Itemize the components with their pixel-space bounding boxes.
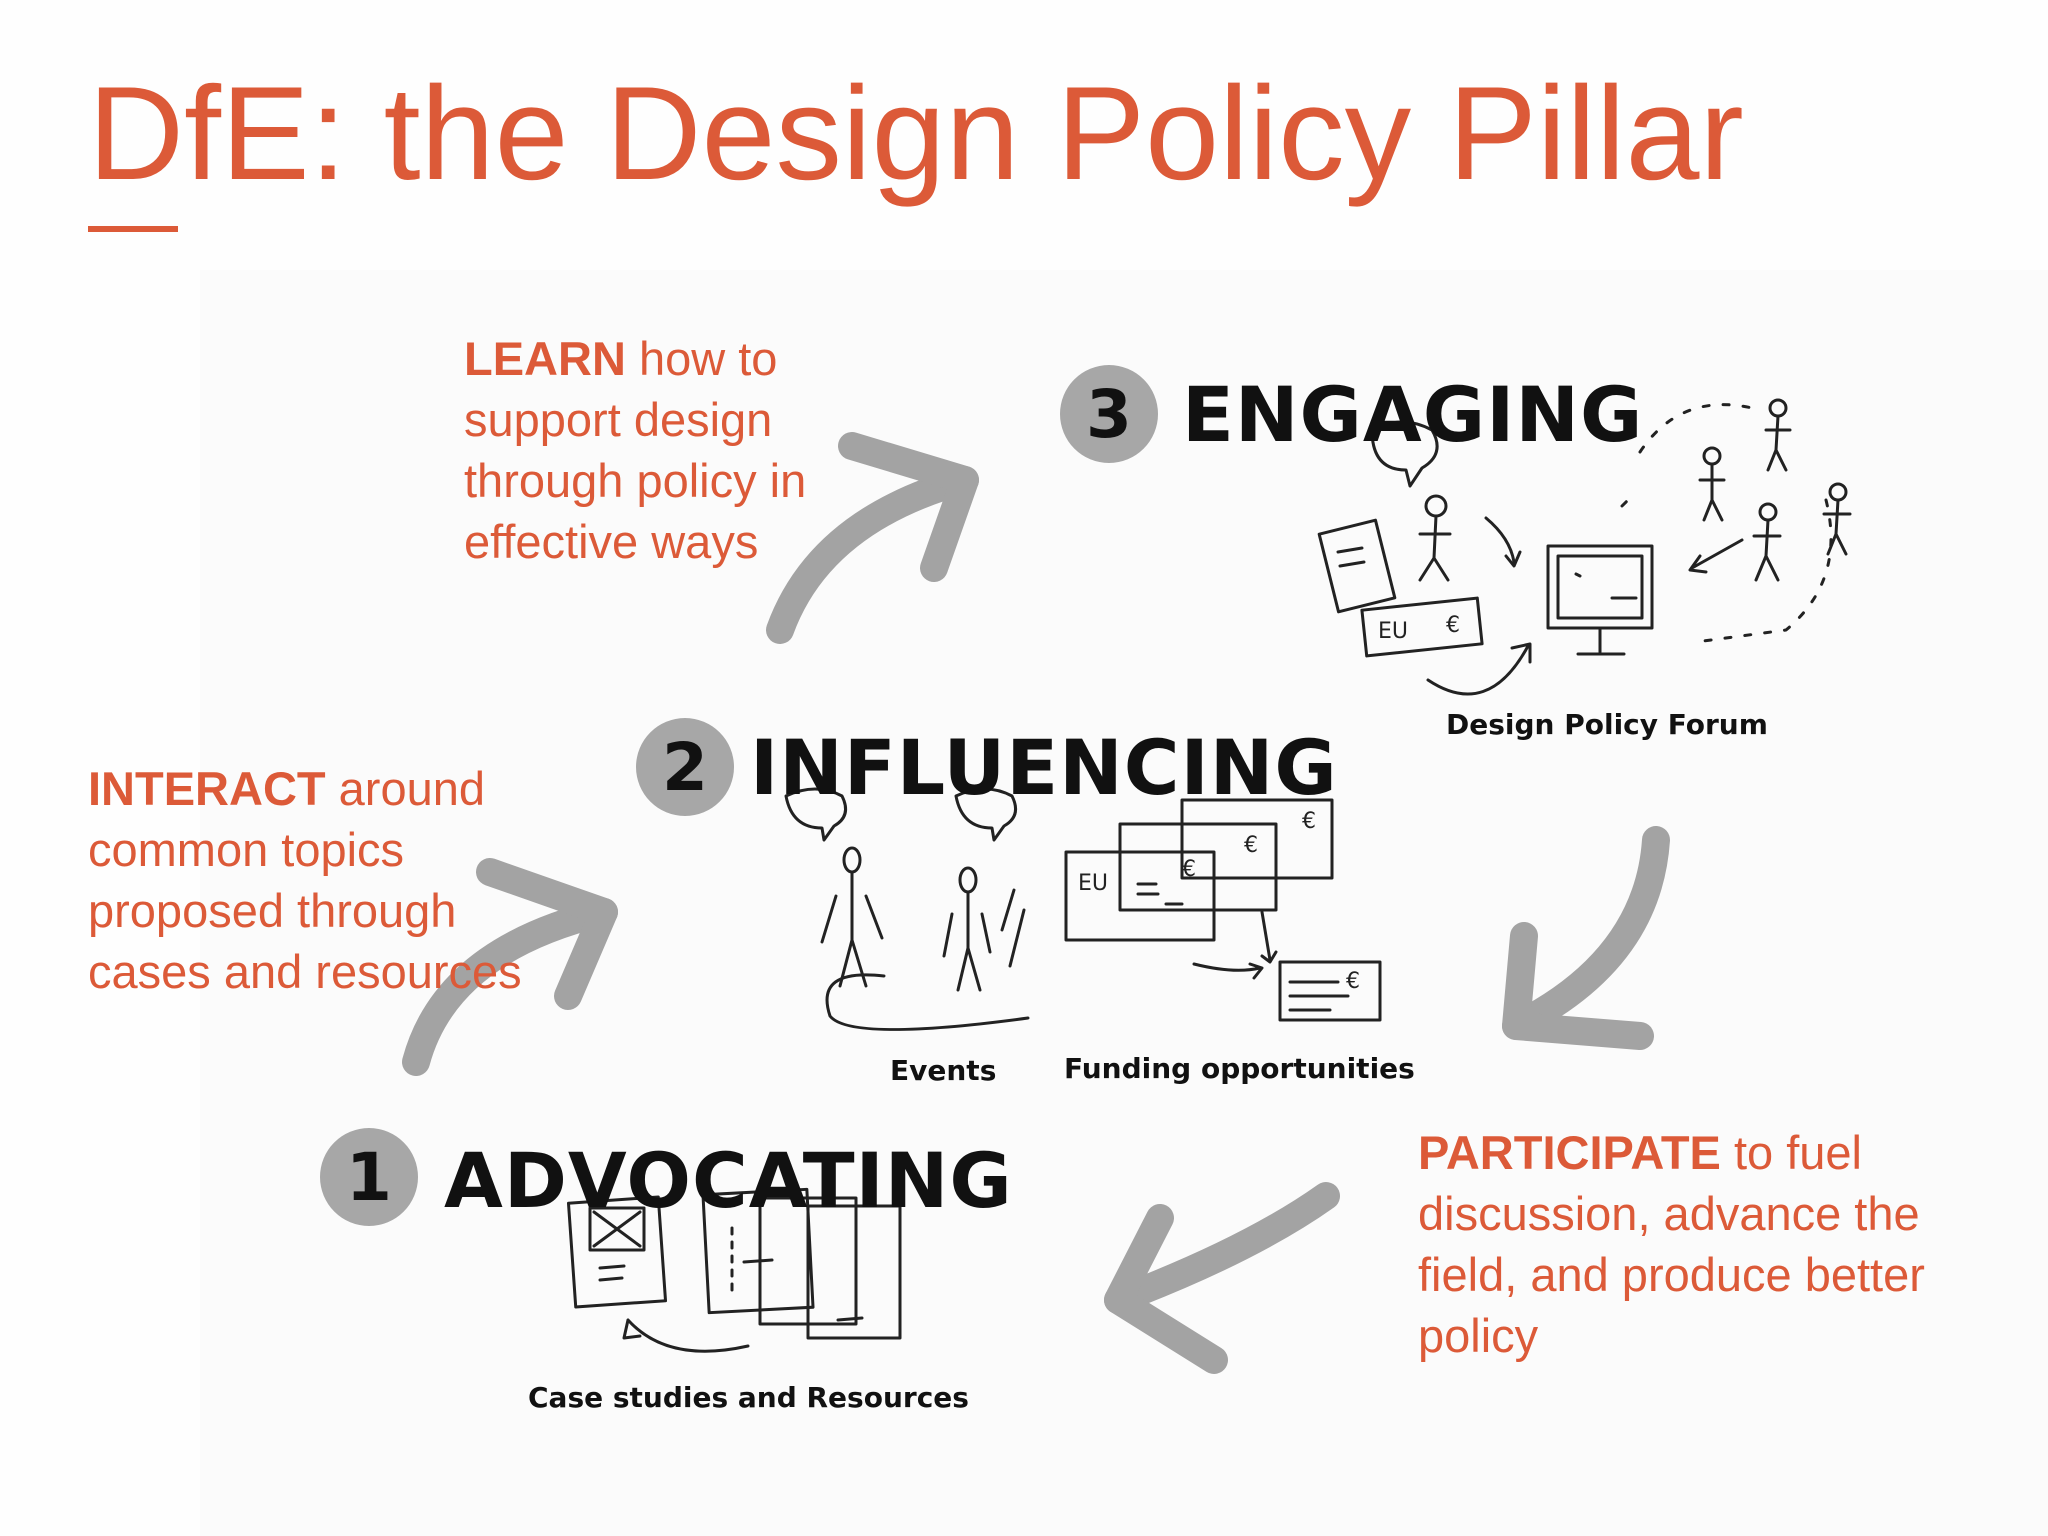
stage-3-label: ENGAGING bbox=[1182, 370, 1644, 459]
stage-3-badge: 3 bbox=[1060, 365, 1158, 463]
learn-caption: LEARN how to support design through poli… bbox=[464, 328, 904, 572]
stage-1-badge: 1 bbox=[320, 1128, 418, 1226]
stage-1-label: ADVOCATING bbox=[444, 1136, 1013, 1225]
interact-text: around common topics proposed through ca… bbox=[88, 762, 522, 998]
learn-keyword: LEARN bbox=[464, 332, 626, 385]
stage-2-badge: 2 bbox=[636, 718, 734, 816]
slide-title: DfE: the Design Policy Pillar bbox=[88, 60, 1744, 208]
stage-2-label: INFLUENCING bbox=[750, 723, 1338, 812]
title-underline bbox=[88, 226, 178, 232]
participate-caption: PARTICIPATE to fuel discussion, advance … bbox=[1418, 1122, 1978, 1366]
funding-caption: Funding opportunities bbox=[1064, 1052, 1415, 1085]
cases-caption: Case studies and Resources bbox=[528, 1381, 969, 1414]
arrow-interact-to-influencing bbox=[402, 858, 618, 1076]
learn-text: how to support design through policy in … bbox=[464, 332, 807, 568]
participate-keyword: PARTICIPATE bbox=[1418, 1126, 1721, 1179]
interact-keyword: INTERACT bbox=[88, 762, 326, 815]
arrow-participate-to-advocating bbox=[1104, 1182, 1340, 1374]
arrow-learn-to-engaging bbox=[766, 432, 979, 644]
events-caption: Events bbox=[890, 1054, 997, 1087]
participate-text: to fuel discussion, advance the field, a… bbox=[1418, 1126, 1925, 1362]
forum-caption: Design Policy Forum bbox=[1446, 708, 1768, 741]
arrow-engaging-to-participate bbox=[1502, 826, 1670, 1050]
interact-caption: INTERACT around common topics proposed t… bbox=[88, 758, 558, 1002]
